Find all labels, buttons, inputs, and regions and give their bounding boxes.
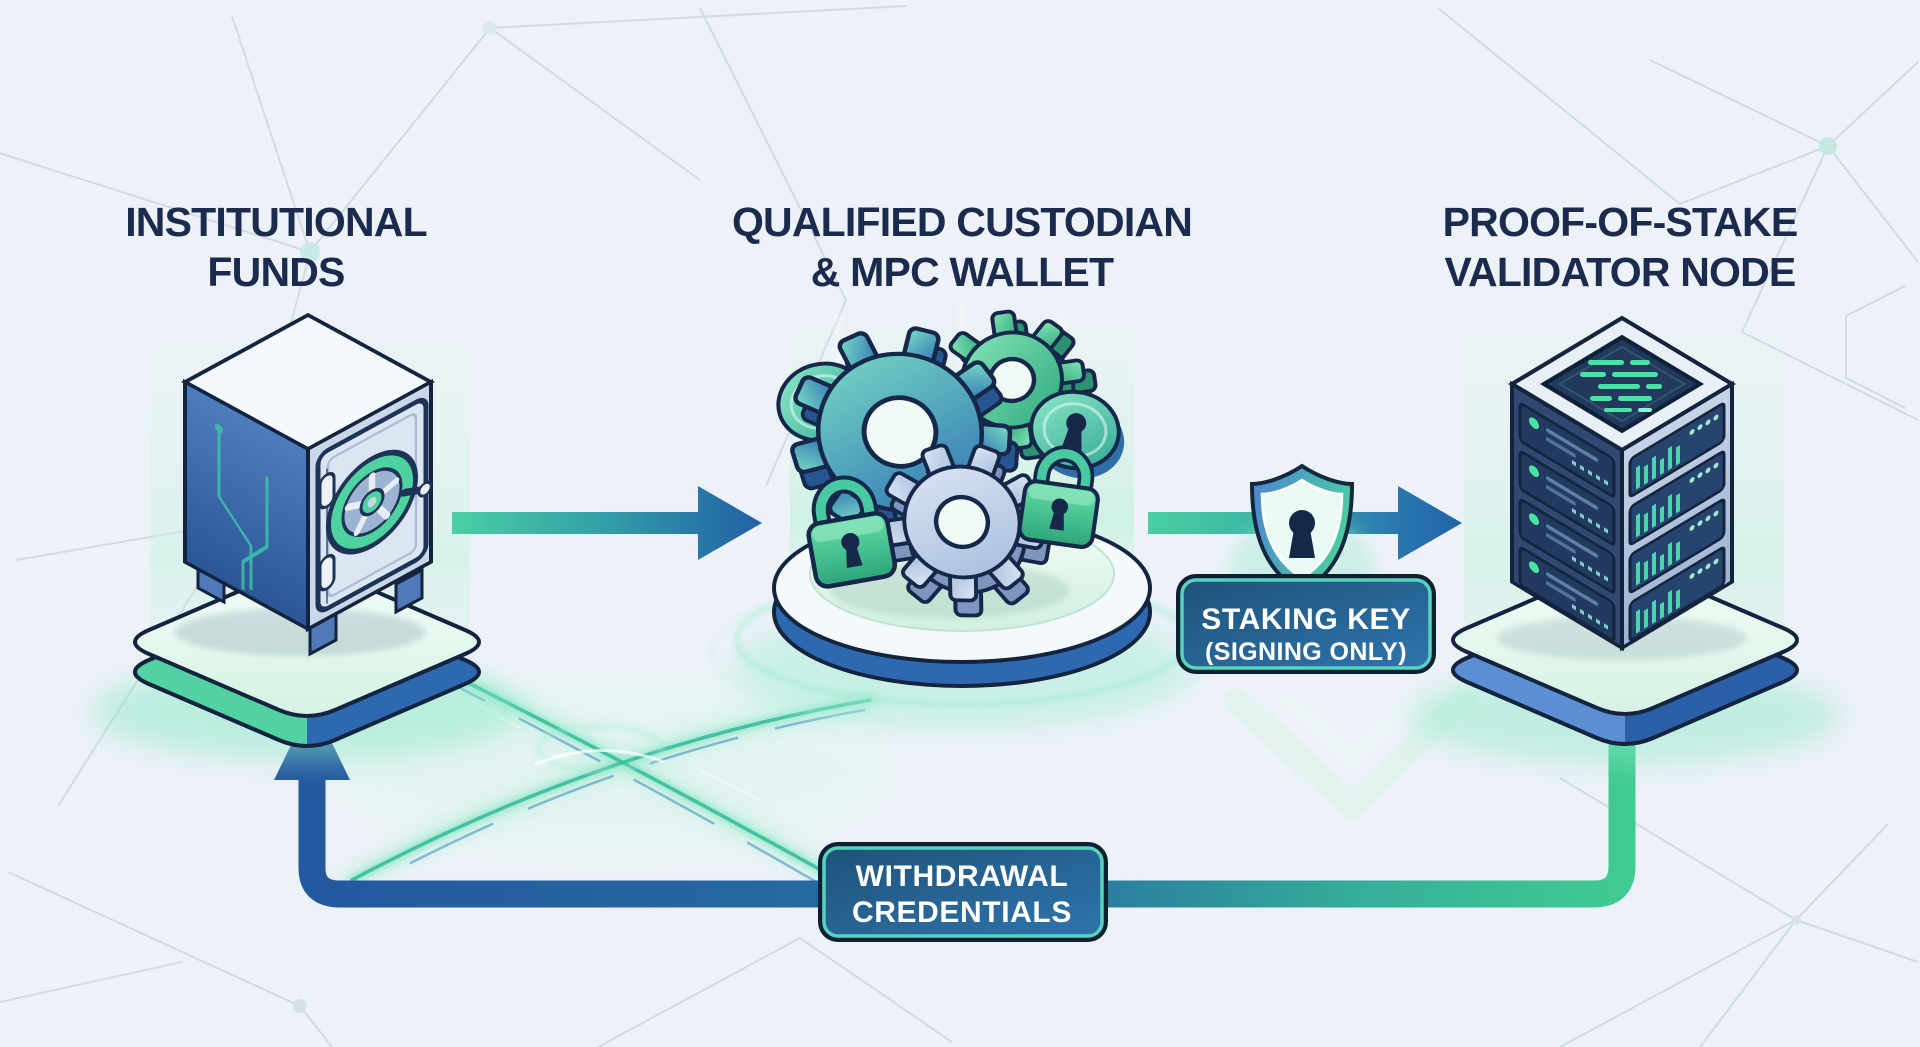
vault-icon	[181, 312, 435, 657]
vault-group	[92, 312, 522, 760]
server-code-lines	[1580, 360, 1662, 412]
arrow-funds-to-custodian	[452, 486, 762, 560]
circuit-trace-decoration	[215, 423, 269, 591]
mesh-node	[483, 21, 497, 35]
gear-gray	[855, 418, 1074, 641]
title-custodian-line1: QUALIFIED CUSTODIAN	[732, 199, 1192, 245]
mesh-node	[1819, 137, 1837, 155]
title-institutional-funds-line1: INSTITUTIONAL	[125, 199, 427, 245]
withdrawal-badge-line2: CREDENTIALS	[852, 896, 1072, 929]
title-custodian-line2: & MPC WALLET	[811, 249, 1114, 295]
mesh-node	[293, 999, 307, 1013]
mesh-node	[1791, 915, 1801, 925]
vault-dial-icon	[326, 449, 433, 555]
withdrawal-credentials-badge: WITHDRAWAL CREDENTIALS	[818, 842, 1108, 942]
padlock-icon	[806, 475, 898, 589]
withdrawal-badge-line1: WITHDRAWAL	[856, 860, 1069, 893]
server-bars	[1636, 445, 1680, 634]
mesh-node	[300, 242, 320, 262]
title-validator-line1: PROOF-OF-STAKE	[1443, 199, 1798, 245]
vault-hinge	[318, 471, 336, 592]
server-dots	[1689, 414, 1719, 579]
title-institutional-funds-line2: FUNDS	[207, 249, 344, 295]
staking-key-badge-line1: STAKING KEY	[1201, 603, 1410, 636]
server-rack-icon	[1508, 315, 1736, 652]
staking-key-badge: STAKING KEY (SIGNING ONLY)	[1176, 574, 1436, 674]
staking-key-badge-line2: (SIGNING ONLY)	[1205, 638, 1407, 666]
padlock-icon	[1017, 445, 1100, 550]
server-led	[1529, 417, 1539, 574]
title-validator-line2: VALIDATOR NODE	[1445, 249, 1796, 295]
titles: INSTITUTIONAL FUNDS QUALIFIED CUSTODIAN …	[125, 199, 1798, 295]
mpc-gears-icon	[764, 300, 1125, 641]
validator-group	[1410, 315, 1840, 764]
custodian-group	[710, 300, 1214, 728]
